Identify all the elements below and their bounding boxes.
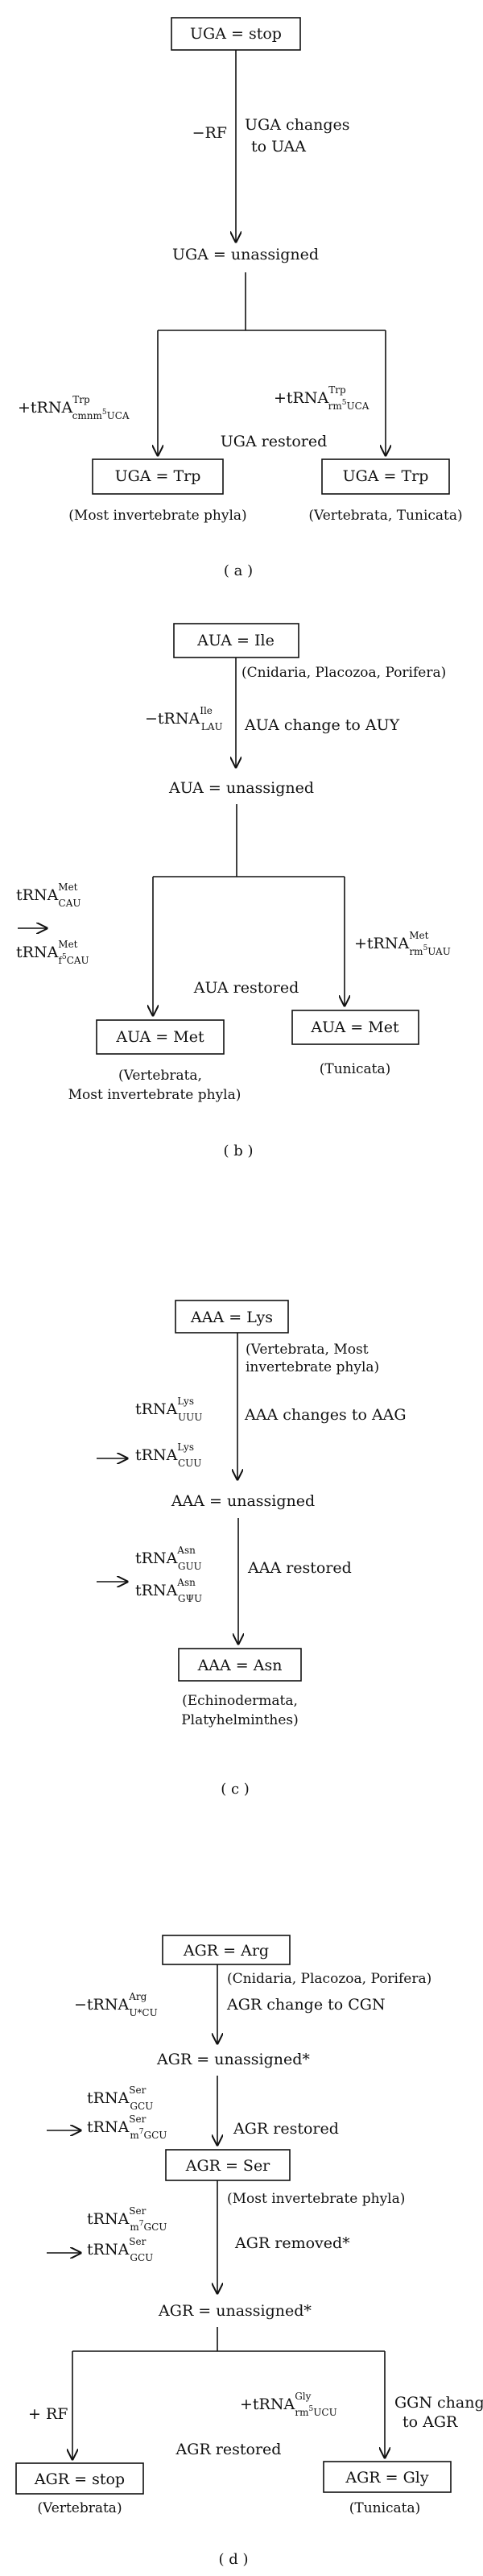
aua-change-label: AUA change to AUY [244,716,400,734]
panel-a-label: ( a ) [224,562,253,579]
agr-stop-box [15,2462,144,2495]
aua-ile-box [173,623,299,658]
aaa-top-note-line2: invertebrate phyla) [246,1359,379,1375]
agr-gly-box [323,2461,452,2493]
aua-left-note-line1: (Vertebrata, [118,1068,202,1084]
uga-left-note: (Most invertebrate phyla) [68,508,246,524]
uga-change-line1: UGA changes [245,116,350,134]
agr-gly-label: AGR = Gly [345,2469,428,2487]
agr-removed-label: AGR removed* [234,2234,350,2252]
aaa-asn-label: AAA = Asn [197,1657,283,1674]
aua-restored-label: AUA restored [193,979,299,997]
aaa-lys-label: AAA = Lys [190,1309,273,1326]
plus-rf-label: + RF [28,2405,68,2423]
aaa-bottom-note-line2: Platyhelminthes) [181,1712,299,1728]
panel-d-label: ( d ) [218,2551,248,2568]
aaa-asn-box [178,1648,302,1682]
aua-right-note: (Tunicata) [320,1061,391,1077]
agr-stop-label: AGR = stop [34,2470,125,2488]
aaa-lys-box [175,1300,289,1334]
minus-rf-label: −RF [192,124,227,142]
aua-unassigned-label: AUA = unassigned [168,779,314,797]
aua-met-right-box [291,1010,419,1045]
agr-unassigned-2-label: AGR = unassigned* [158,2302,312,2320]
uga-stop-box [171,17,301,51]
uga-unassigned-label: UGA = unassigned [172,246,319,263]
agr-left-note: (Vertebrata) [37,2500,122,2516]
agr-unassigned-1-label: AGR = unassigned* [156,2051,310,2068]
aaa-change-label: AAA changes to AAG [244,1406,407,1424]
agr-ser-box [165,2149,291,2181]
panel-c: AAA = Lys (Vertebrata, Most invertebrate… [97,1300,407,1798]
agr-restored-1-label: AGR restored [233,2120,339,2138]
agr-right-note: (Tunicata) [349,2500,421,2516]
uga-change-line2: to UAA [251,138,306,156]
agr-restored-2-label: AGR restored [175,2441,282,2458]
uga-trp-right-box [321,458,450,495]
aua-met-left-box [96,1019,225,1055]
agr-arg-box [162,1935,291,1965]
agr-top-note: (Cnidaria, Placozoa, Porifera) [227,1971,431,1987]
aaa-bottom-note-line1: (Echinodermata, [182,1693,298,1709]
aua-met-left-label: AUA = Met [115,1028,204,1046]
uga-right-note: (Vertebrata, Tunicata) [308,508,462,524]
agr-ser-label: AGR = Ser [185,2157,270,2175]
uga-trp-left-label: UGA = Trp [115,467,201,485]
uga-restored-label: UGA restored [221,433,328,450]
panel-c-label: ( c ) [221,1781,250,1798]
agr-mid-note: (Most invertebrate phyla) [227,2191,405,2207]
aaa-unassigned-label: AAA = unassigned [171,1492,315,1510]
ggn-change-line2: to AGR [402,2413,458,2431]
panel-b: AUA = Ile (Cnidaria, Placozoa, Porifera)… [16,623,451,1159]
ggn-change-line1: GGN change [394,2394,483,2412]
panel-b-label: ( b ) [223,1143,253,1159]
uga-trp-left-box [92,458,224,495]
aua-top-note: (Cnidaria, Placozoa, Porifera) [242,665,446,681]
panel-a: UGA = stop −RF UGA changes to UAA UGA = … [18,17,463,579]
aua-met-right-label: AUA = Met [310,1018,399,1036]
aaa-restored-label: AAA restored [247,1559,352,1577]
aua-left-note-line2: Most invertebrate phyla) [68,1087,242,1103]
uga-stop-label: UGA = stop [190,25,282,43]
panel-d: AGR = Arg (Cnidaria, Placozoa, Porifera)… [15,1935,483,2568]
uga-trp-right-label: UGA = Trp [343,467,429,485]
agr-change-label: AGR change to CGN [226,1996,386,2014]
agr-arg-label: AGR = Arg [183,1942,269,1960]
aaa-top-note-line1: (Vertebrata, Most [246,1342,369,1358]
aua-ile-label: AUA = Ile [196,632,275,649]
